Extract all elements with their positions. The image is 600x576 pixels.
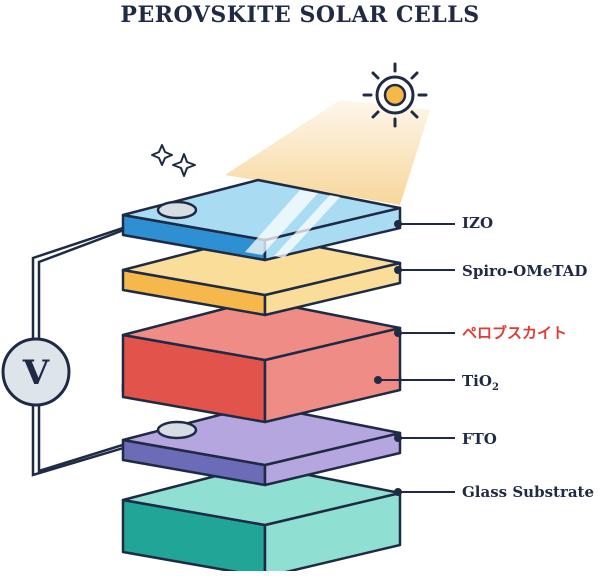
layer-label-tio2: TiO2 [462, 372, 499, 397]
sun-icon [362, 62, 428, 128]
layer-label-fto: FTO [462, 430, 497, 448]
layer-izo-top-face [121, 178, 402, 242]
leader-dot-fto [394, 434, 402, 442]
leader-dot-glass-substrate [394, 488, 402, 496]
glass-shine-stripe [245, 190, 318, 255]
layer-perovskite-top-face [121, 298, 402, 362]
leader-dot-izo [394, 220, 402, 228]
layer-label-perovskite: ペロブスカイト [462, 324, 568, 342]
sunlight-beam [225, 100, 430, 205]
leader-dot-spiro-ometad [394, 266, 402, 274]
layer-fto-top-face [121, 403, 402, 467]
layer-label-tio2-main: TiO [462, 372, 492, 390]
sparkle-icon [151, 144, 196, 177]
leader-dot-tio2 [374, 376, 382, 384]
layer-label-spiro-ometad: Spiro-OMeTAD [462, 262, 588, 280]
voltmeter-symbol: V [22, 353, 50, 393]
leader-dot-perovskite [394, 329, 402, 337]
layer-label-tio2-subscript: 2 [491, 382, 499, 393]
voltmeter-icon: V [1, 337, 71, 407]
bottom-contact-pad [156, 420, 198, 440]
layer-label-glass-substrate: Glass Substrate [462, 483, 595, 501]
glass-shine-stripe [274, 195, 340, 258]
diagram-title: PEROVSKITE SOLAR CELLS [120, 2, 480, 28]
top-contact-pad [156, 200, 198, 220]
layer-label-izo: IZO [462, 214, 494, 232]
